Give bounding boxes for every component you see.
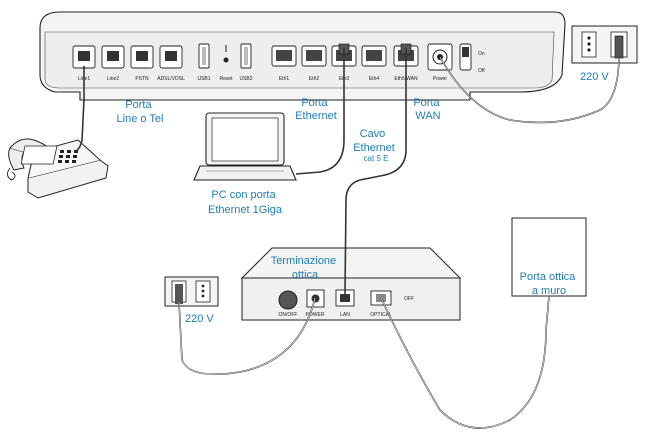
router-port-label-eth2: Eth2 [309, 76, 320, 82]
router-port-eth2 [301, 45, 327, 67]
laptop-pc-icon [193, 112, 297, 181]
label-pc: PC con porta Ethernet 1Giga [208, 189, 283, 216]
router-reset-button [223, 45, 229, 63]
label-porta-wan: Porta WAN [413, 97, 442, 122]
label-terminazione-l1: Terminazione [271, 255, 336, 267]
router-port-label-line2: Line2 [107, 76, 119, 82]
label-porta-wan-l2: WAN [415, 110, 440, 122]
ont-port-label-onoff: ON/OFF [279, 312, 298, 318]
label-porta-ottica: Porta ottica a muro [520, 271, 579, 297]
router-port-label-power: Power [433, 76, 448, 82]
label-terminazione-l2: ottica [292, 269, 319, 281]
router-port-eth1 [271, 45, 297, 67]
ont-port-label-power: POWER [306, 312, 325, 318]
router-switch-on-label: On [478, 51, 485, 57]
label-porta-line: Porta Line o Tel [117, 99, 164, 125]
voltage-label-right: 220 V [580, 71, 609, 83]
router: Line1 Line2 PSTN ADSL/VDSL USB1 Reset US… [39, 11, 566, 101]
router-port-label-usb2: USB2 [239, 76, 252, 82]
ont-off-label: OFF [404, 296, 414, 302]
label-porta-wan-l1: Porta [413, 97, 440, 109]
router-port-usb2 [240, 43, 252, 69]
voltage-label-left: 220 V [185, 313, 214, 325]
label-pc-l1: PC con porta [211, 189, 276, 201]
ont-on-off-button [278, 290, 298, 310]
label-porta-line-l2: Line o Tel [117, 113, 164, 125]
label-porta-ethernet-l1: Porta [301, 97, 328, 109]
label-porta-ethernet-l2: Ethernet [295, 110, 337, 122]
label-cavo-cat: cat 5 E [364, 154, 389, 163]
router-switch-off-label: Off [478, 68, 485, 74]
router-port-label-pstn: PSTN [135, 76, 149, 82]
label-porta-ottica-l1: Porta ottica [520, 271, 577, 283]
router-port-label-adsl: ADSL/VDSL [157, 76, 185, 82]
label-porta-ethernet: Porta Ethernet [295, 97, 337, 122]
router-port-eth4 [361, 45, 387, 67]
router-port-pstn [130, 45, 154, 69]
router-port-label-reset: Reset [219, 76, 233, 82]
label-cavo-ethernet-l1: Cavo [360, 128, 386, 140]
optical-termination-device: ON/OFF POWER LAN OPTICAL OFF [240, 247, 462, 321]
router-port-line1 [72, 45, 96, 69]
router-port-adsl [159, 45, 183, 69]
ont-port-label-lan: LAN [340, 312, 350, 318]
router-port-label-eth1: Eth1 [279, 76, 290, 82]
label-porta-ottica-l2: a muro [532, 285, 566, 297]
router-port-usb1 [198, 43, 210, 69]
label-cavo-ethernet: Cavo Ethernet [353, 128, 395, 154]
label-terminazione: Terminazione ottica [271, 255, 339, 281]
label-cavo-ethernet-l2: Ethernet [353, 142, 395, 154]
cables [73, 48, 620, 429]
wall-socket-left [164, 276, 219, 307]
wall-optical-outlet [511, 217, 587, 297]
wall-socket-right [571, 25, 638, 64]
router-port-line2 [101, 45, 125, 69]
router-port-label-eth4: Eth4 [369, 76, 380, 82]
label-porta-line-l1: Porta [125, 99, 152, 111]
router-port-label-usb1: USB1 [197, 76, 210, 82]
label-pc-l2: Ethernet 1Giga [208, 204, 283, 216]
router-power-switch [459, 43, 472, 71]
ont-port-label-optical: OPTICAL [370, 312, 392, 318]
telephone-icon [6, 138, 109, 199]
